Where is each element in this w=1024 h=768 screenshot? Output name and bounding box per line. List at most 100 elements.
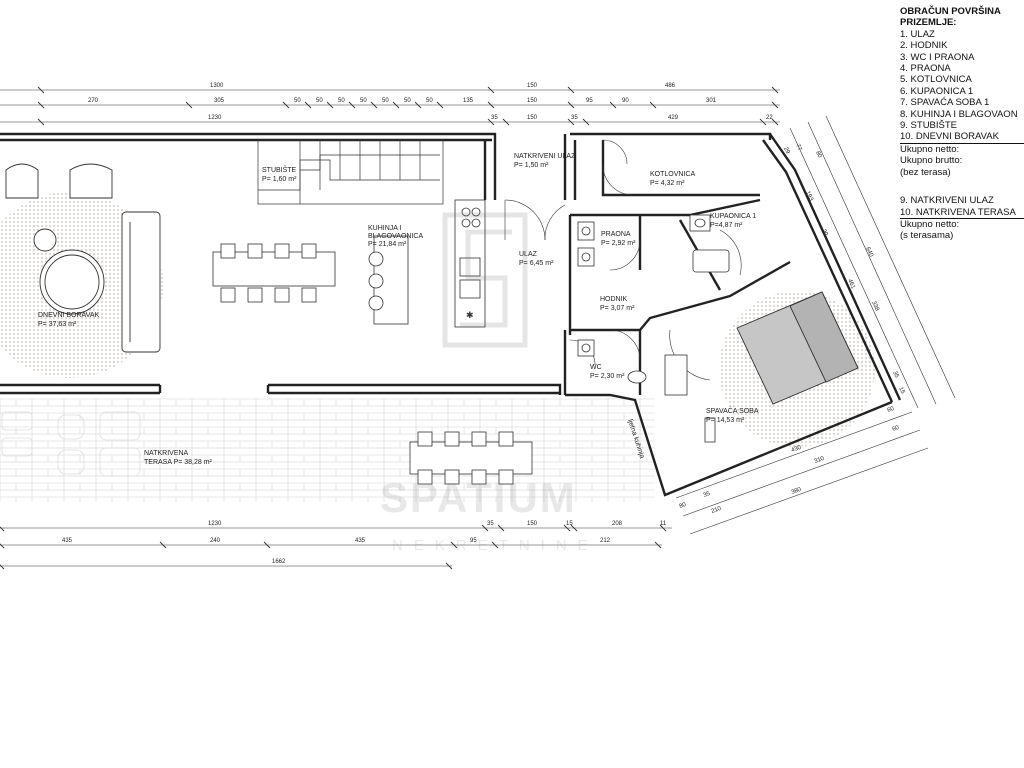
bottom-dimension-labels: 1230 35 150 15 208 11 435 240 435 95 212… [62,521,667,565]
dim-label: 430 [791,445,803,454]
room-area-boravak: P= 37,63 m² [38,321,77,328]
room-label-wc: WC [590,364,602,371]
room-area-natkriveni-ulaz: P= 1,50 m² [514,162,549,169]
bottom-dimensions [0,524,672,570]
dim-label: 150 [527,83,538,89]
legend-item: 3. WC I PRAONA [900,51,975,63]
dim-label: 60 [887,406,896,414]
legend-subtitle: PRIZEMLJE: [900,17,957,29]
dim-label: 50 [294,98,301,104]
dim-label: 11 [660,521,667,527]
dim-label: 35 [571,115,578,121]
dim-label: 305 [214,98,225,104]
dim-label: 150 [527,521,538,527]
legend-note: (s terasama) [900,230,954,242]
dining-table [212,243,336,303]
dim-label: 310 [814,456,826,465]
dim-label: 240 [210,538,221,544]
svg-text:✱: ✱ [466,310,474,320]
dim-label: 1230 [208,115,222,121]
dim-label: 150 [527,115,538,121]
dim-label: 35 [491,115,498,121]
room-area-hodnik: P= 3,07 m² [600,305,635,312]
bathroom-fixtures [577,214,730,443]
dim-label: 50 [382,98,389,104]
dim-label: 90 [622,98,629,104]
dim-label: 95 [586,98,593,104]
terrace-tiles [0,398,655,502]
dim-label: 50 [360,98,367,104]
legend-netto: Ukupno netto: [900,218,960,230]
room-label-praona: PRAONA [601,231,631,238]
dim-label: 208 [612,521,623,527]
area-legend: OBRAČUN POVRŠINA PRIZEMLJE: 1. ULAZ 2. H… [900,6,1024,242]
dim-label: 95 [470,538,477,544]
legend-item: 8. KUHINJA I BLAGOVAON [900,108,1018,120]
dim-label: 640 [864,246,874,258]
terrace-table [409,431,533,485]
room-area-kuhinja: P= 21,84 m² [368,241,407,248]
watermark: SPATIUM NEKRETNINE [380,212,599,554]
room-label-spavaca: SPAVAĆA SOBA [706,406,759,415]
dim-label: 1230 [208,521,222,527]
room-area-kotlovnica: P= 4,32 m² [650,180,685,187]
room-label-boravak: DNEVNI BORAVAK [38,312,100,319]
legend-note: (bez terasa) [900,166,951,178]
room-label-kotlovnica: KOTLOVNICA [650,171,695,178]
legend-item: 6. KUPAONICA 1 [900,85,974,97]
dim-label: 50 [426,98,433,104]
dim-label: 486 [665,83,676,89]
dim-label: 20 [820,228,828,237]
dim-label: 380 [791,487,803,496]
dim-label: 210 [711,506,723,515]
legend-item: 4. PRAONA [900,63,951,75]
room-area-ulaz: P= 6,45 m² [519,260,554,267]
legend-item: 10. DNEVNI BORAVAK [900,131,1024,144]
room-label-hodnik: HODNIK [600,296,628,303]
dim-label: 15 [566,521,573,527]
dim-label: 35 [487,521,494,527]
room-area-praona: P= 2,92 m² [601,240,636,247]
dim-label: 1662 [272,559,286,565]
dim-label: 435 [355,538,366,544]
legend-item: 7. SPAVAĆA SOBA 1 [900,97,990,109]
legend-item: 9. STUBIŠTE [900,120,958,132]
room-label-ulaz: ULAZ [519,251,538,258]
watermark-brand: SPATIUM [380,474,577,521]
room-label-stubiste: STUBIŠTE [262,165,297,174]
dim-label: 435 [62,538,73,544]
dim-label: 50 [338,98,345,104]
dim-label: 35 [703,491,712,499]
right-dimensions [675,115,956,535]
dim-label: 150 [527,98,538,104]
legend-title: OBRAČUN POVRŠINA [900,6,1001,17]
room-label-natkriveni-ulaz: NATKRIVENI ULAZ [514,153,576,160]
room-label-kuhinja: KUHINJA I [368,225,402,232]
top-dimensions [0,86,780,126]
dim-label: 50 [316,98,323,104]
legend-item: 1. ULAZ [900,28,935,40]
legend-item: 2. HODNIK [900,40,948,52]
dim-label: 60 [892,425,901,433]
dim-label: 50 [404,98,411,104]
dim-label: 338 [870,300,880,312]
room-area-stubiste: P= 1,60 m² [262,176,297,183]
dim-label: 15 [897,386,905,395]
bed [736,291,859,405]
dim-label: 461 [846,278,856,290]
dim-label: 135 [463,98,474,104]
room-label-kupaonica: KUPAONICA 1 [710,213,756,220]
living-furniture [5,163,161,353]
watermark-sub: NEKRETNINE [392,537,599,554]
dim-label: 22 [766,115,773,121]
room-area-kupaonica: P=4,87 m² [710,222,743,229]
room-label-blagovaonica: BLAGOVAONICA [368,233,423,240]
dim-label: 35 [891,370,899,379]
room-label-terasa: NATKRIVENA [144,450,189,457]
legend-item: 5. KOTLOVNICA [900,74,972,86]
legend-brutto: Ukupno brutto: [900,155,963,167]
dim-label: 1300 [210,83,224,89]
kitchen-island [368,235,409,325]
room-area-terasa: TERASA P= 38,28 m² [144,459,213,466]
